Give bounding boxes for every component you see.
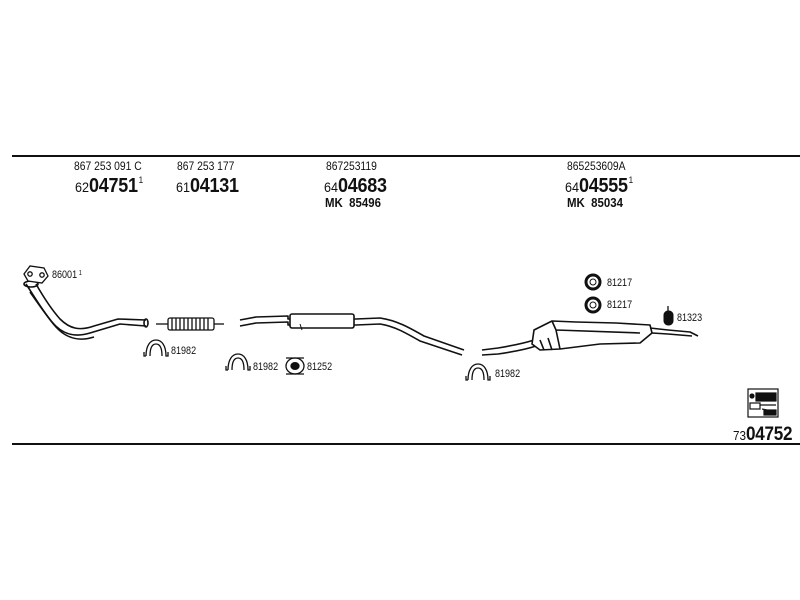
- mk-prefix: MK: [567, 195, 585, 210]
- part-number: 6104131: [176, 176, 240, 196]
- part-number-prefix: 64: [324, 179, 339, 195]
- kit-number-main: 04752: [746, 424, 793, 445]
- part-number-main: 04683: [338, 175, 387, 197]
- clamp-icon: [225, 353, 251, 371]
- fitting-code-text: 86001: [52, 269, 78, 281]
- fitting-code: 81252: [307, 361, 333, 373]
- mk-label: MK 85034: [567, 196, 623, 209]
- clamp-icon: [143, 339, 169, 357]
- part-number-prefix: 64: [565, 179, 580, 195]
- seal-ring-icon: [584, 296, 602, 314]
- part-number-prefix: 62: [75, 179, 90, 195]
- seal-ring-icon: [584, 273, 602, 291]
- oe-number: 865253609A: [567, 159, 626, 173]
- front-pipe: [23, 280, 149, 340]
- fitting-code: 81982: [495, 368, 521, 380]
- oe-number: 867253119: [326, 159, 377, 173]
- mk-code: 85496: [349, 195, 381, 210]
- part-number-note: 1: [138, 175, 144, 185]
- part-number-prefix: 61: [176, 179, 191, 195]
- fitting-code: 81217: [607, 277, 633, 289]
- oe-number: 867 253 091 C: [74, 159, 142, 173]
- fitting-code: 81217: [607, 299, 633, 311]
- fitting-code: 81982: [171, 345, 197, 357]
- catalogue-kit-icon: [747, 388, 779, 418]
- gasket-icon: [23, 265, 49, 284]
- fitting-code: 81323: [677, 312, 703, 324]
- kit-number: 7304752: [733, 424, 793, 445]
- hanger-icon: [663, 306, 674, 326]
- part-number: 64045551: [565, 175, 634, 197]
- part-number-main: 04751: [89, 175, 138, 197]
- mk-label: MK 85496: [325, 196, 381, 209]
- kit-number-prefix: 73: [733, 428, 747, 443]
- mk-prefix: MK: [325, 195, 343, 210]
- fitting-code-note: 1: [78, 270, 82, 277]
- part-number-main: 04555: [579, 175, 628, 197]
- middle-pipe: [239, 313, 465, 356]
- rear-silencer: [481, 320, 699, 356]
- part-number: 6404683: [324, 176, 388, 196]
- clamp-icon: [465, 363, 491, 381]
- part-number-main: 04131: [190, 175, 239, 197]
- part-number-note: 1: [628, 175, 634, 185]
- flex-pipe: [156, 317, 224, 331]
- rubber-mount-icon: [285, 357, 305, 375]
- oe-number: 867 253 177: [177, 159, 235, 173]
- fitting-code: 81982: [253, 361, 279, 373]
- mk-code: 85034: [591, 195, 623, 210]
- part-number: 62047511: [75, 175, 144, 197]
